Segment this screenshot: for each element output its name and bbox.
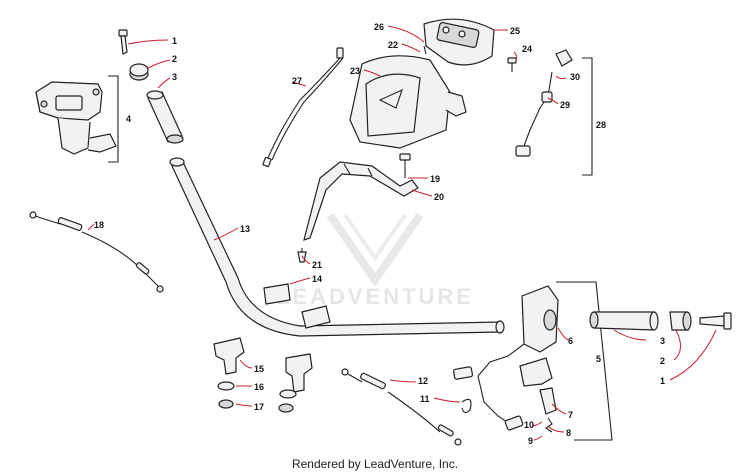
callout-9: 9 <box>528 436 533 446</box>
mount-bracket[interactable] <box>303 161 419 241</box>
callout-29: 29 <box>560 100 570 110</box>
cable-upper[interactable] <box>262 47 344 168</box>
riser-left[interactable] <box>213 337 245 375</box>
callout-14: 14 <box>312 274 322 284</box>
callout-15: 15 <box>254 364 264 374</box>
callout-23: 23 <box>350 66 360 76</box>
instrument-pod[interactable] <box>349 55 467 149</box>
callout-2-right: 2 <box>660 356 665 366</box>
callout-1-top: 1 <box>172 36 177 46</box>
nuts[interactable] <box>218 399 294 413</box>
bolt-19[interactable] <box>399 153 411 178</box>
callout-7: 7 <box>568 410 573 420</box>
throttle-housing[interactable] <box>35 81 117 155</box>
watermark-logo <box>326 212 424 288</box>
callout-26: 26 <box>374 22 384 32</box>
grip-right[interactable] <box>589 311 659 331</box>
wiring-harness-right[interactable] <box>515 49 573 157</box>
gauge-display[interactable] <box>423 18 495 66</box>
callout-1-right: 1 <box>660 376 665 386</box>
callout-8: 8 <box>566 428 571 438</box>
callout-28: 28 <box>596 120 606 130</box>
screw-right[interactable] <box>699 312 732 330</box>
callout-12: 12 <box>418 376 428 386</box>
callout-11: 11 <box>420 394 430 404</box>
spring-screw[interactable] <box>545 417 553 433</box>
screw-top[interactable] <box>118 29 128 55</box>
callout-19: 19 <box>430 174 440 184</box>
grip-left[interactable] <box>146 90 184 144</box>
leader-lines <box>87 25 717 441</box>
callout-3-right: 3 <box>660 336 665 346</box>
callout-4: 4 <box>126 114 131 124</box>
callout-27: 27 <box>292 76 302 86</box>
callout-6: 6 <box>568 336 573 346</box>
cable-lower[interactable] <box>341 368 462 446</box>
ring-top[interactable] <box>129 63 149 81</box>
ring-right[interactable] <box>669 311 692 331</box>
clamp-upper[interactable] <box>263 283 331 329</box>
switch-lever[interactable] <box>519 357 557 415</box>
callout-22: 22 <box>388 40 398 50</box>
callout-25: 25 <box>510 26 520 36</box>
callout-labels: 1 2 3 4 5 6 7 8 9 10 11 12 13 14 15 16 1… <box>94 22 665 446</box>
render-credit: Rendered by LeadVenture, Inc. <box>291 457 459 471</box>
cable-left[interactable] <box>29 211 164 293</box>
callout-2-top: 2 <box>172 54 177 64</box>
callout-5: 5 <box>596 354 601 364</box>
handlebar[interactable] <box>169 157 505 337</box>
switch-housing[interactable] <box>452 285 559 431</box>
callout-3-top: 3 <box>172 72 177 82</box>
callout-20: 20 <box>434 192 444 202</box>
callout-16: 16 <box>254 382 264 392</box>
callout-30: 30 <box>570 72 580 82</box>
callout-18: 18 <box>94 220 104 230</box>
callout-24: 24 <box>522 44 532 54</box>
riser-right[interactable] <box>285 353 313 393</box>
screw-26[interactable] <box>423 45 427 55</box>
washers[interactable] <box>217 381 297 399</box>
screw-24[interactable] <box>507 57 517 72</box>
callout-21: 21 <box>312 260 322 270</box>
watermark-text: LEADVENTURE <box>276 284 474 309</box>
callout-10: 10 <box>524 420 534 430</box>
callout-13: 13 <box>240 224 250 234</box>
callout-17: 17 <box>254 402 264 412</box>
clip-11[interactable] <box>461 398 472 414</box>
